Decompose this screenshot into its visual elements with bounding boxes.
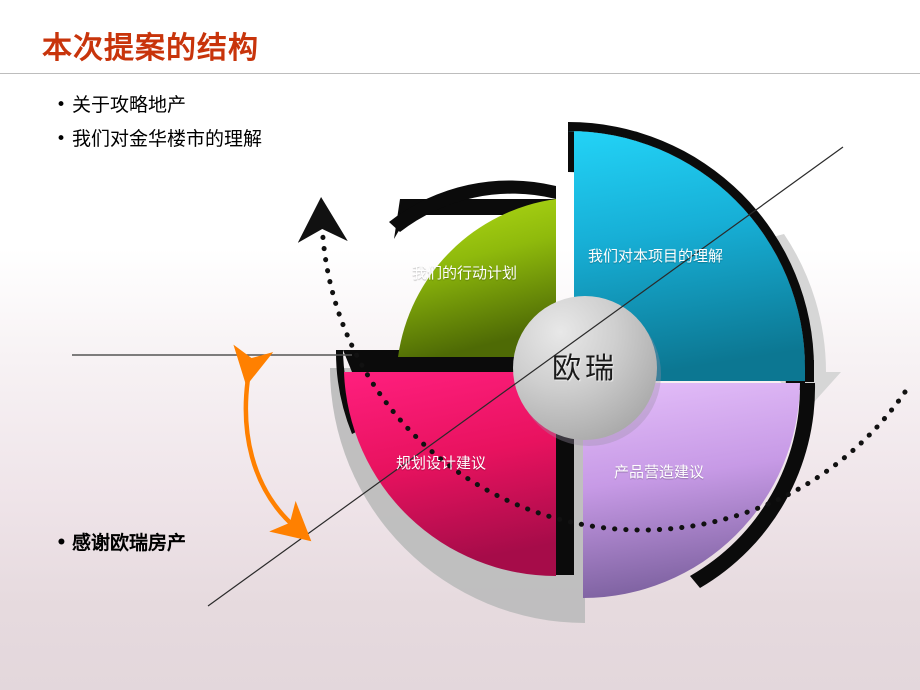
orange-double-arrow-icon bbox=[233, 344, 312, 542]
bullet-item-2: •我们对金华楼市的理解 bbox=[56, 126, 262, 152]
page-title: 本次提案的结构 bbox=[42, 31, 259, 66]
bullet-label-3: 感谢欧瑞房产 bbox=[72, 532, 187, 554]
bullet-marker-icon: • bbox=[56, 129, 67, 149]
dotted-rotation-arc-icon bbox=[297, 197, 908, 533]
hub-circle[interactable] bbox=[513, 296, 661, 446]
bullet-marker-icon: • bbox=[56, 95, 67, 115]
segment-planning-design[interactable] bbox=[344, 372, 556, 576]
title-divider bbox=[0, 73, 920, 74]
title-block: 本次提案的结构 bbox=[0, 30, 920, 80]
segment-action-plan[interactable] bbox=[398, 199, 556, 357]
bullet-item-3: •感谢欧瑞房产 bbox=[56, 530, 186, 556]
segment-product-creation[interactable] bbox=[583, 383, 800, 598]
bullet-label-2: 我们对金华楼市的理解 bbox=[72, 128, 263, 150]
bullet-marker-icon: • bbox=[56, 533, 67, 553]
guide-line-diagonal bbox=[207, 146, 844, 607]
bullet-label-1: 关于攻略地产 bbox=[72, 94, 187, 116]
bullet-item-1: •关于攻略地产 bbox=[56, 92, 186, 118]
